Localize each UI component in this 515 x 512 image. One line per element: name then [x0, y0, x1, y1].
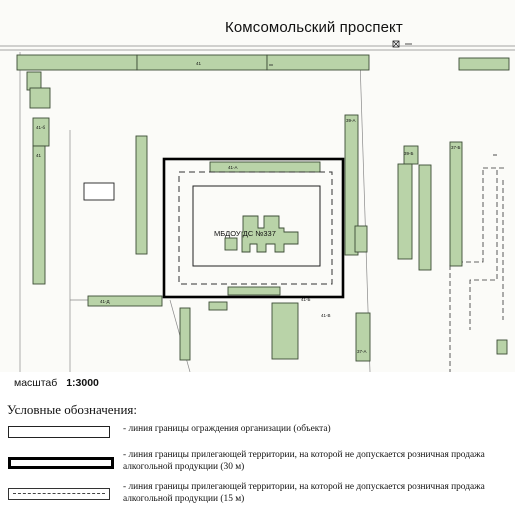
scale-value: 1:3000: [66, 377, 99, 389]
legend-text: - линия границы прилегающей территории, …: [123, 482, 485, 504]
legend-item-fence: - линия границы ограждения организации (…: [5, 419, 513, 443]
map-scale: масштаб 1:3000: [14, 377, 99, 389]
building: [135, 135, 148, 255]
building: [16, 54, 138, 71]
building: [449, 141, 463, 267]
building-number-labels: 41 41-б 41 41-А 41-Д 41-Б 39-А 39-Б 37-Б…: [36, 61, 461, 354]
legend-symbol-30m-line: [8, 457, 114, 469]
map-symbol-icon: [392, 40, 400, 48]
building-number: 37-Б: [451, 145, 461, 150]
building: [32, 117, 50, 147]
building-number: 41-Б: [301, 297, 311, 302]
building: [87, 295, 163, 307]
building: [224, 237, 238, 251]
building: [354, 225, 368, 253]
legend-item-15m: - линия границы прилегающей территории, …: [5, 481, 513, 505]
entrance-marks: [269, 43, 497, 156]
building: [344, 114, 359, 256]
building: [271, 302, 299, 360]
building-number: 39-Б: [404, 151, 414, 156]
building: [355, 312, 371, 362]
building-number: 41: [196, 61, 202, 66]
building-number: 41-А: [228, 165, 238, 170]
zone-30m-line: [162, 157, 345, 299]
legend-text: - линия границы ограждения организации (…: [123, 424, 331, 434]
kindergarten-building: [241, 215, 299, 253]
building: [496, 339, 508, 355]
building: [179, 307, 191, 361]
building: [418, 164, 432, 271]
building: [208, 301, 228, 311]
building: [26, 71, 42, 91]
legend-symbol-fence-line: [8, 426, 110, 438]
building-number: 41-б: [36, 125, 46, 130]
organisation-fence-line: [192, 185, 321, 267]
building-number: 41-Д: [100, 299, 110, 304]
buildings-layer: [16, 54, 510, 362]
building: [458, 57, 510, 71]
facility-label: МБДОУ ДС №337: [214, 229, 276, 238]
street-name: Комсомольский проспект: [225, 19, 403, 36]
legend-item-30m: - линия границы прилегающей территории, …: [5, 449, 513, 473]
building: [32, 145, 46, 285]
building: [227, 286, 281, 296]
building-number: 41-В: [321, 313, 331, 318]
building: [397, 163, 413, 260]
zone-15m-line: [178, 171, 333, 285]
building-number: 41: [36, 153, 42, 158]
building: [266, 54, 370, 71]
scale-label: масштаб: [14, 377, 58, 389]
path-dashed-lines: [449, 167, 507, 372]
legend-symbol-15m-line: [8, 488, 110, 500]
building-number: 37-А: [357, 349, 367, 354]
building: [136, 54, 268, 71]
building-number: 39-А: [346, 118, 356, 123]
legend-title: Условные обозначения:: [7, 402, 138, 417]
building: [209, 161, 321, 173]
site-plan-map: 41 41-б 41 41-А 41-Д 41-Б 39-А 39-Б 37-Б…: [0, 40, 515, 372]
legend-text: - линия границы прилегающей территории, …: [123, 450, 485, 472]
building: [29, 87, 51, 109]
outline-building: [83, 182, 115, 201]
